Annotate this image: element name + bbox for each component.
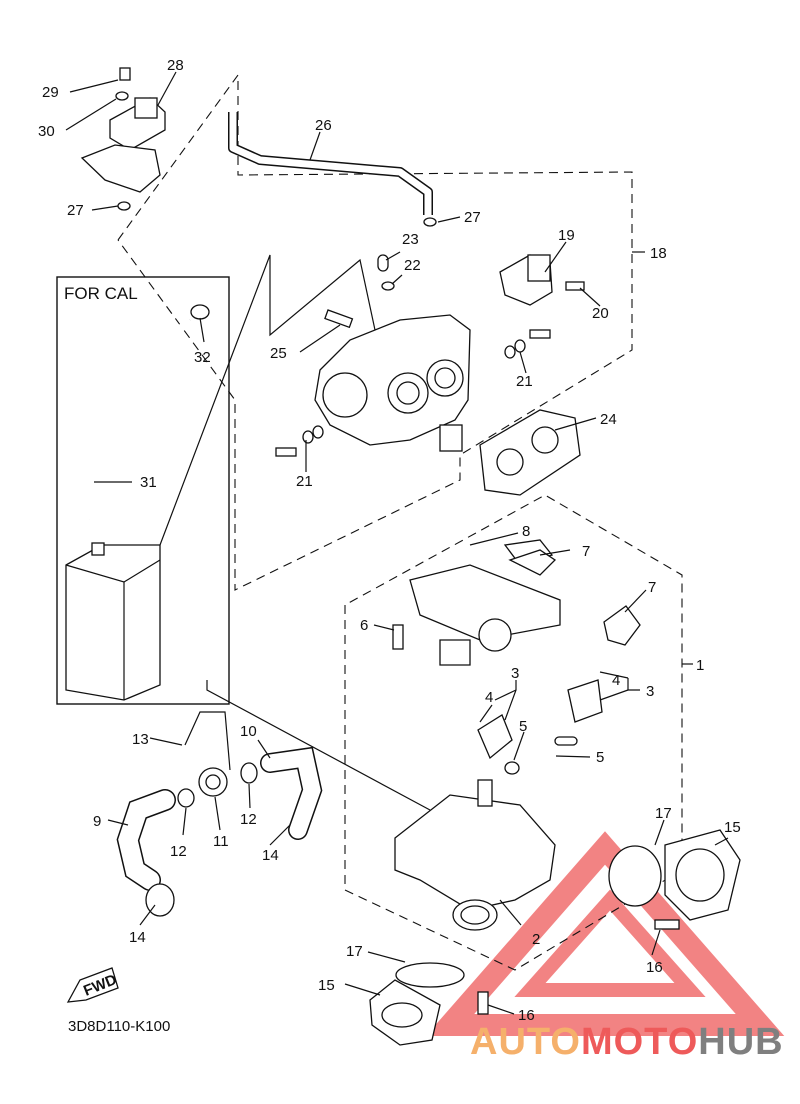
fwd-label: FWD xyxy=(81,971,119,1000)
fwd-arrow: FWD xyxy=(66,967,119,1003)
screw-25 xyxy=(324,309,354,329)
leader-lines xyxy=(65,71,729,1015)
callout-numbers: 29 30 28 27 26 27 23 22 19 18 20 25 32 2… xyxy=(38,57,741,1024)
clamp-17-bottom xyxy=(395,962,465,988)
joint-15-right xyxy=(664,829,741,921)
clip-27-left xyxy=(117,201,131,211)
callout-14-right: 14 xyxy=(262,847,279,864)
callout-24: 24 xyxy=(600,411,617,428)
screws-21-right xyxy=(504,329,551,359)
callout-16-bottom: 16 xyxy=(518,1007,535,1024)
injector-right xyxy=(554,679,603,746)
watermark-text-hub: HUB xyxy=(698,1021,783,1063)
callout-4-left: 4 xyxy=(485,689,493,706)
callout-4-right: 4 xyxy=(612,672,620,689)
fitting-11 xyxy=(198,767,228,797)
watermark-triangle-inner xyxy=(514,889,706,997)
callout-30: 30 xyxy=(38,123,55,140)
callout-9: 9 xyxy=(93,813,101,830)
callout-28: 28 xyxy=(167,57,184,74)
bolt-29 xyxy=(115,67,131,101)
clip-27-right xyxy=(423,217,437,227)
sensor-19 xyxy=(499,254,553,306)
screw-20 xyxy=(565,281,585,291)
assembly-box-18 xyxy=(117,73,645,591)
ring-12-left xyxy=(177,788,195,808)
callout-5-left: 5 xyxy=(519,718,527,735)
callout-15-bottom: 15 xyxy=(318,977,335,994)
callout-21-left: 21 xyxy=(296,473,313,490)
screws-21-left xyxy=(275,425,324,457)
callout-21-right: 21 xyxy=(516,373,533,390)
bolt-16-bottom xyxy=(477,991,489,1015)
watermark-triangle-outer xyxy=(425,831,785,1036)
callout-31: 31 xyxy=(140,474,157,491)
callout-32: 32 xyxy=(194,349,211,366)
ring-12-right xyxy=(240,762,258,784)
watermark-text-moto: MOTO xyxy=(581,1021,698,1063)
callout-13: 13 xyxy=(132,731,149,748)
callout-15-right: 15 xyxy=(724,819,741,836)
callout-8: 8 xyxy=(522,523,530,540)
callout-3-left: 3 xyxy=(511,665,519,682)
callout-23: 23 xyxy=(402,231,419,248)
bolt-6 xyxy=(392,624,404,650)
bolt-16-right xyxy=(654,919,680,930)
clamp-17-right xyxy=(608,845,662,907)
clip-7-top xyxy=(508,549,557,576)
sensor-28 xyxy=(80,97,166,193)
callout-5-right: 5 xyxy=(596,749,604,766)
callout-7-top: 7 xyxy=(582,543,590,560)
callout-25: 25 xyxy=(270,345,287,362)
callout-22: 22 xyxy=(404,257,421,274)
watermark-text: AUTOMOTOHUB xyxy=(470,1021,784,1063)
diagram-code: 3D8D110-K100 xyxy=(68,1018,170,1035)
gasket-24 xyxy=(479,409,581,496)
callout-27-left: 27 xyxy=(67,202,84,219)
callout-12-right: 12 xyxy=(240,811,257,828)
callout-17-bottom: 17 xyxy=(346,943,363,960)
callout-10: 10 xyxy=(240,723,257,740)
callout-11: 11 xyxy=(213,833,229,850)
callout-19: 19 xyxy=(558,227,575,244)
fuel-rail xyxy=(409,564,561,666)
clip-22 xyxy=(381,281,395,291)
callout-1: 1 xyxy=(696,657,704,674)
watermark-text-auto: AUTO xyxy=(470,1021,581,1063)
callout-18: 18 xyxy=(650,245,667,262)
callout-12-left: 12 xyxy=(170,843,187,860)
callout-26: 26 xyxy=(315,117,332,134)
callout-29: 29 xyxy=(42,84,59,101)
callout-7-right: 7 xyxy=(648,579,656,596)
callout-3-right: 3 xyxy=(646,683,654,700)
hose-26 xyxy=(228,112,433,215)
injector-left xyxy=(477,714,520,775)
callout-16-right: 16 xyxy=(646,959,663,976)
throttle-body xyxy=(314,314,471,452)
callout-27-right: 27 xyxy=(464,209,481,226)
callout-6: 6 xyxy=(360,617,368,634)
callout-20: 20 xyxy=(592,305,609,322)
clip-7-right xyxy=(603,605,641,646)
inset-label: FOR CAL xyxy=(64,284,138,303)
callout-17-right: 17 xyxy=(655,805,672,822)
callout-14-left: 14 xyxy=(129,929,146,946)
for-cal-inset: FOR CAL xyxy=(56,276,230,705)
watermark-logo xyxy=(425,831,785,1036)
intake-manifold xyxy=(394,779,556,931)
cap-23 xyxy=(377,254,389,272)
joint-15-bottom xyxy=(369,979,441,1046)
clip-13 xyxy=(184,711,231,771)
callout-2: 2 xyxy=(532,931,540,948)
